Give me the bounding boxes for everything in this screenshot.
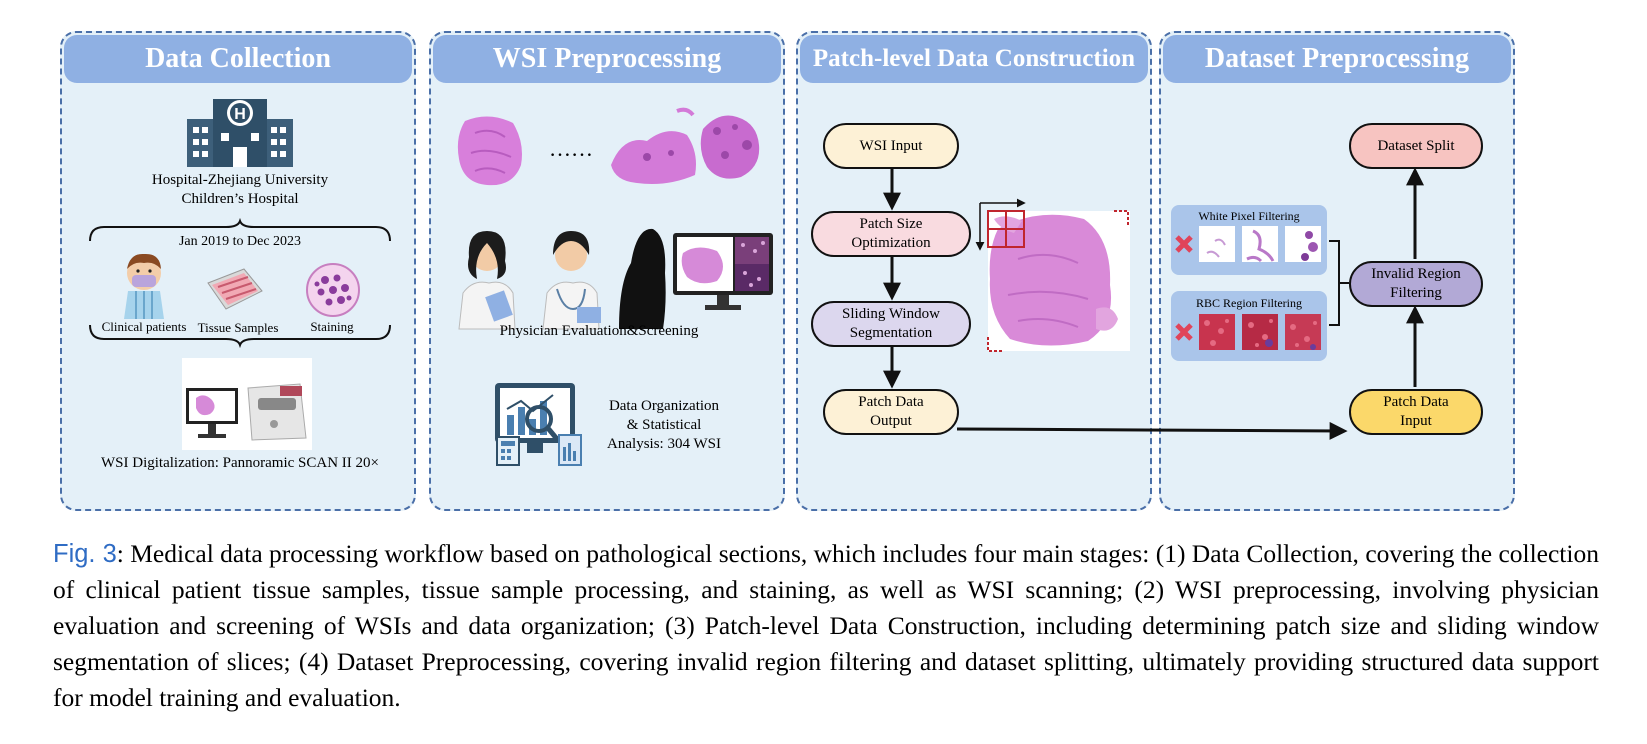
panel-title-wsi-preprocessing: WSI Preprocessing (433, 35, 781, 83)
scanner-icon (182, 358, 312, 450)
monitor-icon (673, 233, 773, 310)
clinical-patients-label: Clinical patients (101, 319, 187, 334)
panel-data-collection: Data Collection H Hospital-Zhejiang Univ… (60, 31, 416, 511)
physicians-icon (458, 228, 666, 330)
node-sliding-window-segmentation: Sliding Window Segmentation (811, 301, 971, 347)
staining-label: Staining (310, 319, 354, 334)
reject-cross-icon (1175, 323, 1193, 341)
patient-icon (124, 253, 164, 319)
bottom-brace-icon (89, 324, 391, 349)
panel-title-data-collection: Data Collection (64, 35, 412, 83)
digitization-label: WSI Digitalization: Pannoramic SCAN II 2… (101, 455, 379, 471)
patch-flow-arrows (883, 169, 901, 389)
panel-title-dataset-preprocessing: Dataset Preprocessing (1163, 35, 1511, 83)
svg-text:H: H (234, 106, 246, 123)
figure-label: Fig. 3 (53, 540, 117, 568)
panel-wsi-preprocessing: WSI Preprocessing …… (429, 31, 785, 511)
node-wsi-input: WSI Input (823, 123, 959, 169)
wsi-fragments-icon (611, 107, 760, 184)
sliding-window-slide-icon (975, 198, 1130, 352)
node-invalid-region-filtering: Invalid Region Filtering (1349, 261, 1483, 307)
date-range-label: Jan 2019 to Dec 2023 (178, 234, 302, 249)
rbc-filter-label: RBC Region Filtering (1195, 296, 1302, 310)
node-patch-data-input: Patch Data Input (1349, 389, 1483, 435)
physician-evaluation-label: Physician Evaluation&Screening (499, 323, 699, 339)
data-organization-label: Data Organization & Statistical Analysis… (607, 398, 721, 452)
tissue-samples-label: Tissue Samples (197, 320, 279, 335)
figure-caption: Fig. 3: Medical data processing workflow… (53, 536, 1599, 716)
staining-icon (306, 263, 360, 317)
top-brace-icon (89, 217, 391, 242)
panel-title-patch-construction: Patch-level Data Construction (800, 35, 1148, 83)
hospital-icon: H (187, 99, 293, 167)
wsi-ellipsis: …… (549, 136, 593, 161)
reject-cross-icon (1175, 235, 1193, 253)
dataset-flow-arrows (1329, 167, 1424, 387)
node-patch-size-optimization: Patch Size Optimization (811, 211, 971, 257)
white-pixel-patches-icon (1175, 226, 1321, 263)
hospital-label: Hospital-Zhejiang University Children’s … (151, 172, 329, 207)
data-analysis-icon (495, 383, 582, 466)
node-patch-data-output: Patch Data Output (823, 389, 959, 435)
panel-patch-construction: Patch-level Data Construction WSI Input … (796, 31, 1152, 511)
white-pixel-filter-label: White Pixel Filtering (1198, 209, 1300, 223)
wsi-slide-icon (457, 116, 522, 186)
rbc-patches-icon (1175, 314, 1321, 350)
node-dataset-split: Dataset Split (1349, 123, 1483, 169)
caption-text: : Medical data processing workflow based… (53, 539, 1599, 712)
tissue-samples-icon (207, 268, 263, 310)
